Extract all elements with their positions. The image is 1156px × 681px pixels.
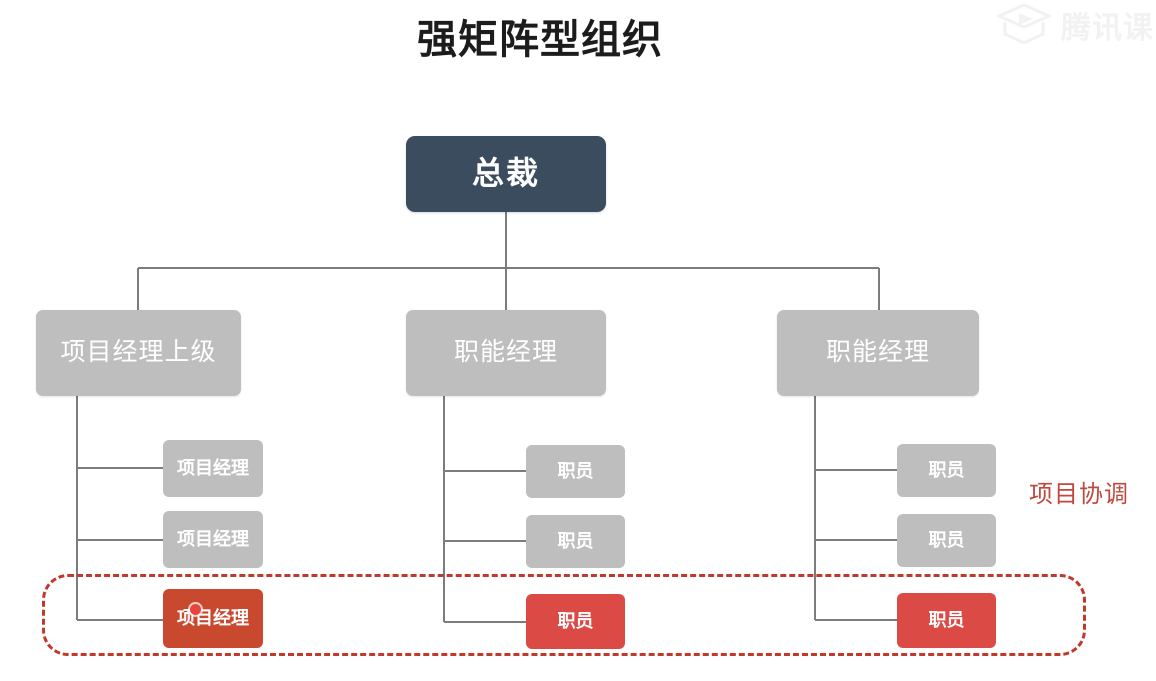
project-coordination-highlight-region — [42, 574, 1086, 656]
org-node-c2-report-2[interactable]: 职员 — [526, 515, 625, 568]
org-node-c2-report-3[interactable]: 职员 — [526, 594, 625, 649]
org-node-functional-manager-1[interactable]: 职能经理 — [406, 310, 606, 396]
project-coordination-label: 项目协调 — [1029, 481, 1129, 508]
org-node-president[interactable]: 总裁 — [406, 136, 606, 212]
org-node-c3-report-3[interactable]: 职员 — [897, 593, 996, 648]
org-node-functional-manager-2[interactable]: 职能经理 — [777, 310, 979, 396]
org-node-c2-report-1[interactable]: 职员 — [526, 445, 625, 498]
org-node-c1-report-1[interactable]: 项目经理 — [163, 440, 263, 497]
org-node-c3-report-1[interactable]: 职员 — [897, 444, 996, 497]
org-node-project-manager-superior[interactable]: 项目经理上级 — [36, 310, 241, 396]
org-node-c3-report-2[interactable]: 职员 — [897, 514, 996, 567]
cursor-pointer-dot — [190, 604, 201, 615]
org-node-c1-report-2[interactable]: 项目经理 — [163, 511, 263, 568]
page-title: 强矩阵型组织 — [417, 18, 663, 62]
